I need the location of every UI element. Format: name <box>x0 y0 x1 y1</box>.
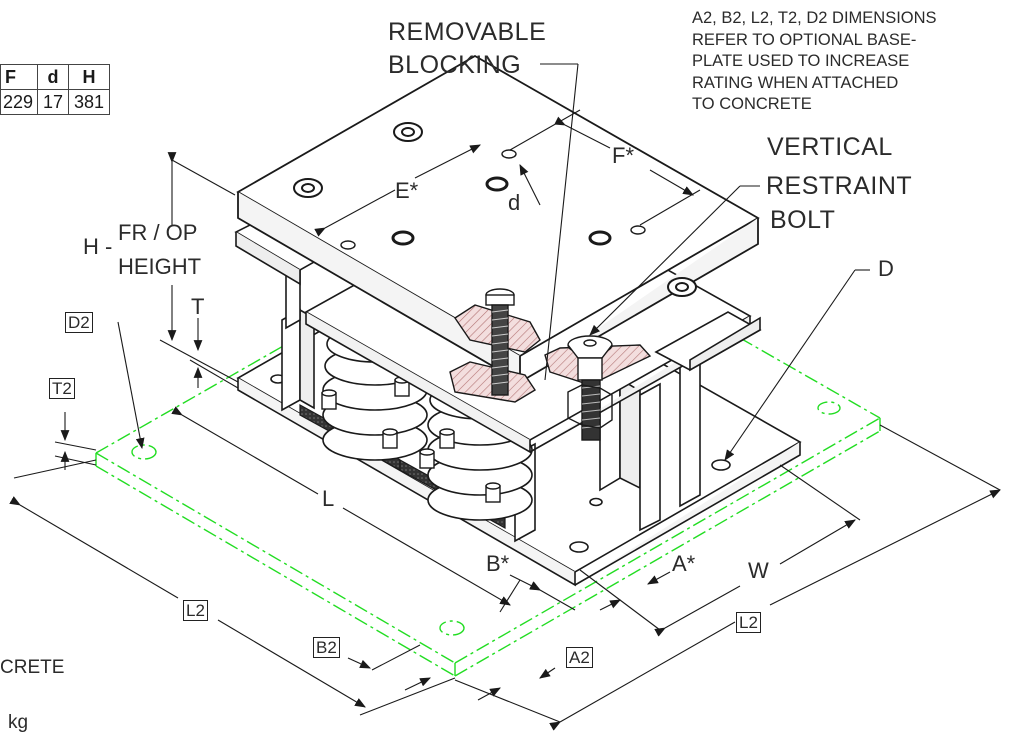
label-d2: D2 <box>65 312 93 333</box>
note-line: TO CONCRETE <box>692 95 812 113</box>
label-f-star: F* <box>612 143 634 168</box>
note-line: A2, B2, L2, T2, D2 DIMENSIONS <box>692 9 937 27</box>
label-bolt: BOLT <box>770 206 836 234</box>
table-value-h: 381 <box>68 89 110 115</box>
label-d-big: D <box>878 256 894 281</box>
label-t2: T2 <box>49 378 75 399</box>
label-fr-op: FR / OP <box>118 220 198 245</box>
note-line: RATING WHEN ATTACHED <box>692 73 899 92</box>
base-holes <box>270 374 731 553</box>
label-w: W <box>748 558 769 583</box>
label-l: L <box>322 486 335 511</box>
label-b2: B2 <box>313 637 340 658</box>
label-d-small: d <box>508 190 521 215</box>
label-b-star: B* <box>486 551 510 576</box>
label-removable: REMOVABLE <box>388 18 547 46</box>
table-value-f: 229 <box>0 89 38 115</box>
label-l2-left: L2 <box>183 600 208 621</box>
restraint-bolt <box>567 335 613 441</box>
label-a-star: A* <box>672 551 696 576</box>
label-t: T <box>191 294 205 319</box>
table-header-d: d <box>37 64 69 90</box>
baseplate-note: A2, B2, L2, T2, D2 DIMENSIONS REFER TO O… <box>692 8 937 116</box>
label-vertical: VERTICAL <box>767 133 893 161</box>
label-kg: kg <box>8 712 29 733</box>
label-crete: CRETE <box>0 657 65 678</box>
dimension-lines <box>9 63 1001 731</box>
label-restraint: RESTRAINT <box>766 172 913 200</box>
label-a2: A2 <box>566 647 593 668</box>
note-line: PLATE USED TO INCREASE <box>692 52 910 70</box>
dimensions-table: F d H 229 17 381 <box>0 64 110 115</box>
table-header-f: F <box>0 64 38 90</box>
label-blocking: BLOCKING <box>388 51 522 79</box>
section-cutaway <box>449 304 652 403</box>
optional-baseplate <box>95 337 881 677</box>
label-height: HEIGHT <box>118 254 202 279</box>
top-plate <box>236 54 760 384</box>
table-value-d: 17 <box>37 89 69 115</box>
top-plate-holes <box>293 122 697 297</box>
label-h: H - <box>83 234 113 259</box>
adjusting-bolt <box>485 288 515 396</box>
label-l2-right: L2 <box>736 612 761 633</box>
note-line: REFER TO OPTIONAL BASE- <box>692 30 917 49</box>
table-header-h: H <box>68 64 110 90</box>
label-e-star: E* <box>395 178 419 203</box>
